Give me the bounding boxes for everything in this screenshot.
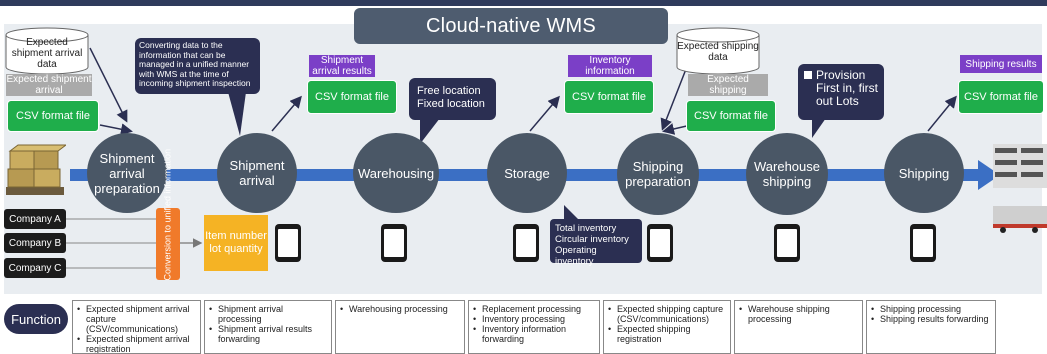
company-c: Company C [4,258,66,278]
handheld-terminal-icon [910,224,936,262]
expected-shipping-label: Expected shipping [688,74,768,96]
location-callout: Free location Fixed location [409,78,496,120]
inventory-types-callout: Total inventory Circular inventory Opera… [550,219,642,267]
callout-line: First in, first [816,81,878,95]
shipping-results-label: Shipping results [960,55,1042,73]
item-number-box: Item number lot quantity [204,215,268,271]
function-item: Replacement processing [473,304,596,314]
callout-tail [228,92,246,136]
function-item: Warehouse shipping processing [739,304,859,324]
callout-tail [420,118,440,144]
cargo-boxes-icon [6,144,66,195]
arrival-data-cylinder: Expected shipment arrival data [5,27,89,75]
callout-line: out Lots [816,94,859,108]
step-shipment-arrival: Shipment arrival [217,133,297,213]
csv-file-shipping-results: CSV format file [958,80,1044,114]
function-box-arrival: Shipment arrival processing Shipment arr… [204,300,332,354]
arrival-results-label: Shipment arrival results [309,55,375,77]
function-item: Shipping processing [871,304,992,314]
expected-arrival-label: Expected shipment arrival [6,74,92,96]
callout-line: Total inventory [555,223,617,234]
main-flow-head [978,160,1000,190]
function-item: Warehousing processing [340,304,461,314]
callout-line: Provision [804,69,878,82]
conversion-box: Conversion to unified information [156,148,180,280]
function-label: Function [4,304,68,334]
callout-line: Fixed location [417,98,485,110]
function-item: Inventory information forwarding [473,324,596,344]
conversion-callout: Converting data to the information that … [135,38,260,94]
callout-line: Circular inventory [555,234,629,245]
connector-3 [271,95,302,132]
page-title: Cloud-native WMS [354,8,668,44]
inventory-info-label: Inventory information [568,55,652,77]
function-box-warehousing: Warehousing processing [335,300,465,354]
step-warehousing: Warehousing [353,133,439,213]
callout-line: Operating inventory [555,245,597,267]
function-box-arrival-prep: Expected shipment arrival capture (CSV/c… [72,300,201,354]
callout-tail [564,205,580,221]
database-icon [676,27,760,75]
square-bullet-icon [804,71,812,79]
conversion-callout-text: Converting data to the information that … [139,40,251,88]
function-item: Expected shipping capture (CSV/communica… [608,304,727,324]
company-a: Company A [4,209,66,229]
handheld-terminal-icon [774,224,800,262]
handheld-terminal-icon [275,224,301,262]
function-item: Expected shipping registration [608,324,727,344]
step-warehouse-shipping: Warehouse shipping [746,133,828,215]
callout-line: Free location [417,85,481,97]
shipping-data-cylinder: Expected shipping data [676,27,760,75]
csv-file-arrival: CSV format file [7,100,99,132]
function-item: Shipping results forwarding [871,314,992,324]
top-bar [0,0,1047,6]
item-number-line: lot quantity [209,243,263,255]
item-number-line: Item number [205,230,267,242]
function-box-warehouse-shipping: Warehouse shipping processing [734,300,863,354]
step-storage: Storage [487,133,567,213]
connector-1 [99,123,133,136]
step-shipment-arrival-preparation: Shipment arrival preparation [87,133,167,213]
function-item: Inventory processing [473,314,596,324]
company-b: Company B [4,233,66,253]
arrival-data-label: Expected shipment arrival data [11,37,83,70]
connector-4 [529,95,560,132]
function-item: Expected shipment arrival registration [77,334,197,353]
step-shipping: Shipping [884,133,964,213]
function-box-shipping-prep: Expected shipping capture (CSV/communica… [603,300,731,354]
csv-file-shipping: CSV format file [686,100,776,132]
csv-file-inventory: CSV format file [564,80,654,114]
callout-tail [812,118,826,138]
function-item: Expected shipment arrival capture (CSV/c… [77,304,197,334]
database-icon [5,27,89,75]
connector-7 [927,95,957,132]
warehouse-truck-icon [993,144,1047,233]
csv-file-arrival-results: CSV format file [307,80,397,114]
function-item: Shipment arrival processing [209,304,328,324]
step-shipping-preparation: Shipping preparation [617,133,699,215]
handheld-terminal-icon [513,224,539,262]
function-item: Shipment arrival results forwarding [209,324,328,344]
callout-line-text: Provision [816,68,866,82]
handheld-terminal-icon [381,224,407,262]
connector-2 [89,47,128,123]
handheld-terminal-icon [647,224,673,262]
shipping-data-label: Expected shipping data [677,41,759,63]
conversion-label: Conversion to unified information [162,148,173,280]
provision-callout: Provision First in, first out Lots [798,64,884,120]
function-box-shipping: Shipping processing Shipping results for… [866,300,996,354]
function-box-storage: Replacement processing Inventory process… [468,300,600,354]
